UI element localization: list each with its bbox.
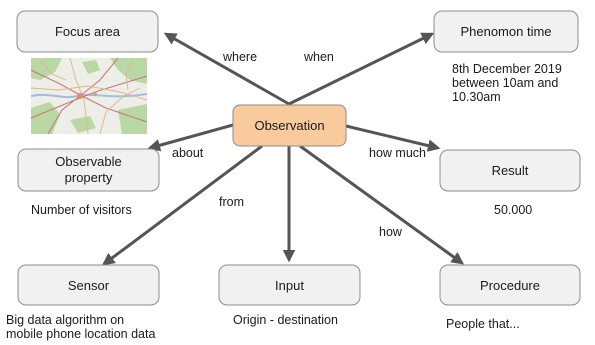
node-phenomenon-time-label: Phenomon time	[460, 24, 551, 39]
node-observation: Observation	[232, 104, 347, 147]
node-observable-property: Observable property	[17, 148, 160, 192]
note-phenomenon-time-line2: between 10am and	[452, 76, 558, 90]
node-sensor-label: Sensor	[68, 278, 110, 293]
node-observable-property-label-line1: Observable	[55, 154, 121, 169]
node-phenomenon-time: Phenomon time	[433, 10, 579, 53]
edge-label-from: from	[219, 195, 244, 209]
note-sensor-line1: Big data algorithm on	[6, 313, 124, 327]
edge-how	[299, 144, 465, 265]
edge-label-how: how	[379, 225, 403, 239]
node-result-label: Result	[492, 163, 529, 178]
edge-label-when: when	[303, 50, 334, 64]
node-procedure: Procedure	[439, 264, 581, 306]
edge-about	[147, 123, 234, 152]
note-input: Origin - destination	[233, 313, 338, 327]
node-focus-area-label: Focus area	[55, 24, 121, 39]
node-input-label: Input	[275, 278, 304, 293]
note-phenomenon-time-line3: 10.30am	[452, 90, 501, 104]
node-procedure-label: Procedure	[480, 278, 540, 293]
node-observation-label: Observation	[254, 118, 324, 133]
edge-where	[163, 32, 290, 106]
edge-label-about: about	[172, 146, 204, 160]
node-input: Input	[218, 264, 361, 306]
node-focus-area: Focus area	[16, 10, 159, 53]
note-observable-property: Number of visitors	[31, 203, 132, 217]
node-sensor: Sensor	[17, 264, 160, 306]
node-result: Result	[439, 149, 581, 192]
note-procedure: People that...	[446, 317, 520, 331]
edge-how-much	[345, 124, 441, 152]
note-result: 50.000	[494, 203, 532, 217]
edge-label-where: where	[222, 50, 257, 64]
edge-from	[101, 144, 263, 266]
edge-when	[288, 32, 435, 106]
note-phenomenon-time-line1: 8th December 2019	[452, 62, 562, 76]
note-sensor-line2: mobile phone location data	[6, 327, 155, 341]
node-observable-property-label-line2: property	[65, 170, 113, 185]
edge-label-how-much: how much	[369, 146, 426, 160]
focus-area-map-image	[31, 58, 147, 134]
